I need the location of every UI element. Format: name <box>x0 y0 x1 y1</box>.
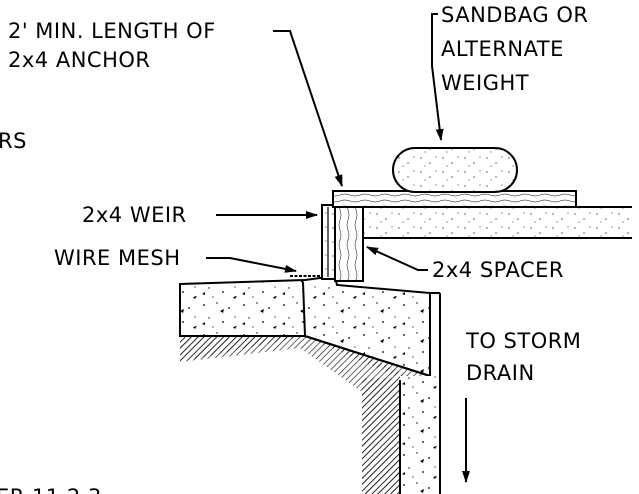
storm-drain-label-line2: DRAIN <box>466 361 535 385</box>
storm-drain-label-line1: TO STORM <box>465 329 581 353</box>
anchor-board <box>332 190 577 208</box>
anchor-leader <box>273 30 343 187</box>
sandbag <box>392 147 518 193</box>
bottom-edge-fragment: ER 11.2.3 <box>0 485 102 494</box>
sandbag-label-line3: WEIGHT <box>441 71 529 95</box>
wire-mesh <box>290 205 323 277</box>
upper-slab <box>362 207 632 238</box>
spacer-label: 2x4 SPACER <box>432 258 564 282</box>
weir-label: 2x4 WEIR <box>82 203 187 227</box>
wire-mesh-label: WIRE MESH <box>54 246 181 270</box>
inlet-wall <box>400 376 440 494</box>
left-edge-fragment: RS <box>0 129 27 153</box>
sandbag-label-line2: ALTERNATE <box>441 37 564 61</box>
sandbag-label-line1: SANDBAG OR <box>441 3 588 27</box>
soil-hatch-main <box>180 336 430 494</box>
wire-mesh-leader <box>206 257 297 273</box>
anchor-label-line1: 2' MIN. LENGTH OF <box>8 19 216 43</box>
spacer-block <box>334 204 364 282</box>
anchor-label-line2: 2x4 ANCHOR <box>8 48 150 72</box>
sandbag-leader <box>431 13 444 141</box>
spacer-leader <box>366 246 428 271</box>
concrete-joint <box>302 281 306 337</box>
